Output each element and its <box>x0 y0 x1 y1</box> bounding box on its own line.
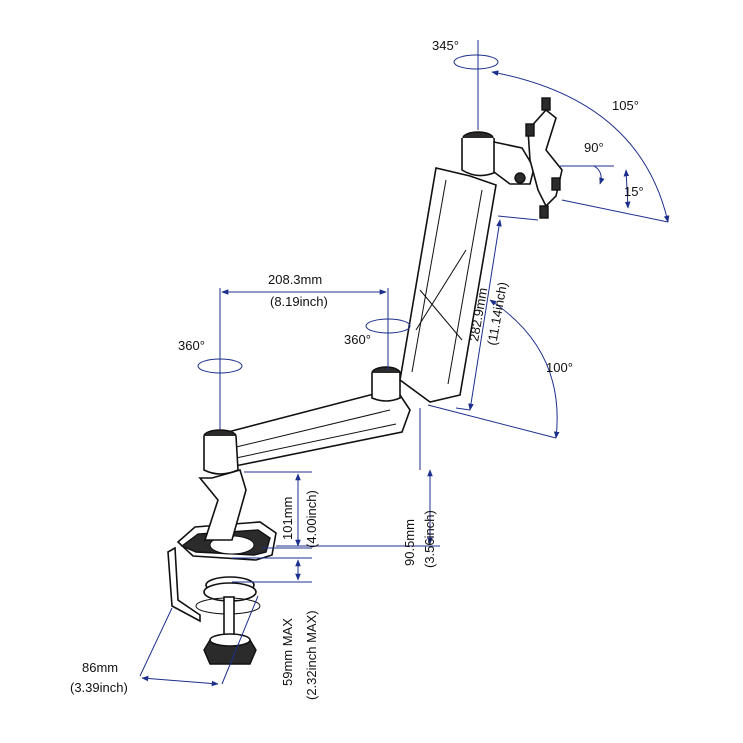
dimension-labels: 345° 105° 90° 15° 208.3mm (8.19inch) 360… <box>70 38 644 700</box>
dimension-lines <box>139 40 670 687</box>
tilt-head <box>493 141 535 185</box>
label-rotation-345: 345° <box>432 38 459 53</box>
label-depth-inch: (3.39inch) <box>70 680 128 695</box>
label-elbow-height-inch: (3.56inch) <box>422 510 437 568</box>
vesa-screw <box>551 177 561 191</box>
label-mid-swivel-360: 360° <box>344 332 371 347</box>
vesa-screw <box>525 123 535 137</box>
desk-clamp-bracket <box>167 546 201 623</box>
label-depth-mm: 86mm <box>82 660 118 675</box>
label-clamp-max-inch: (2.32inch MAX) <box>304 610 319 700</box>
label-reach-mm: 208.3mm <box>268 272 322 287</box>
monitor-arm-illustration <box>167 97 563 665</box>
label-rotation-90: 90° <box>584 140 604 155</box>
label-base-swivel-360: 360° <box>178 338 205 353</box>
clamp-screw <box>223 596 235 638</box>
label-base-height-mm: 101mm <box>280 497 295 540</box>
base-column <box>198 469 247 541</box>
label-elbow-height-mm: 90.5mm <box>402 519 417 566</box>
vesa-screw <box>539 205 549 219</box>
vesa-screw <box>541 97 551 111</box>
label-lift-100: 100° <box>546 360 573 375</box>
upper-arm <box>399 167 497 403</box>
label-clamp-max-mm: 59mm MAX <box>280 618 295 686</box>
label-tilt-105: 105° <box>612 98 639 113</box>
label-base-height-inch: (4.00inch) <box>304 490 319 548</box>
label-tilt-15: 15° <box>624 184 644 199</box>
label-reach-inch: (8.19inch) <box>270 294 328 309</box>
